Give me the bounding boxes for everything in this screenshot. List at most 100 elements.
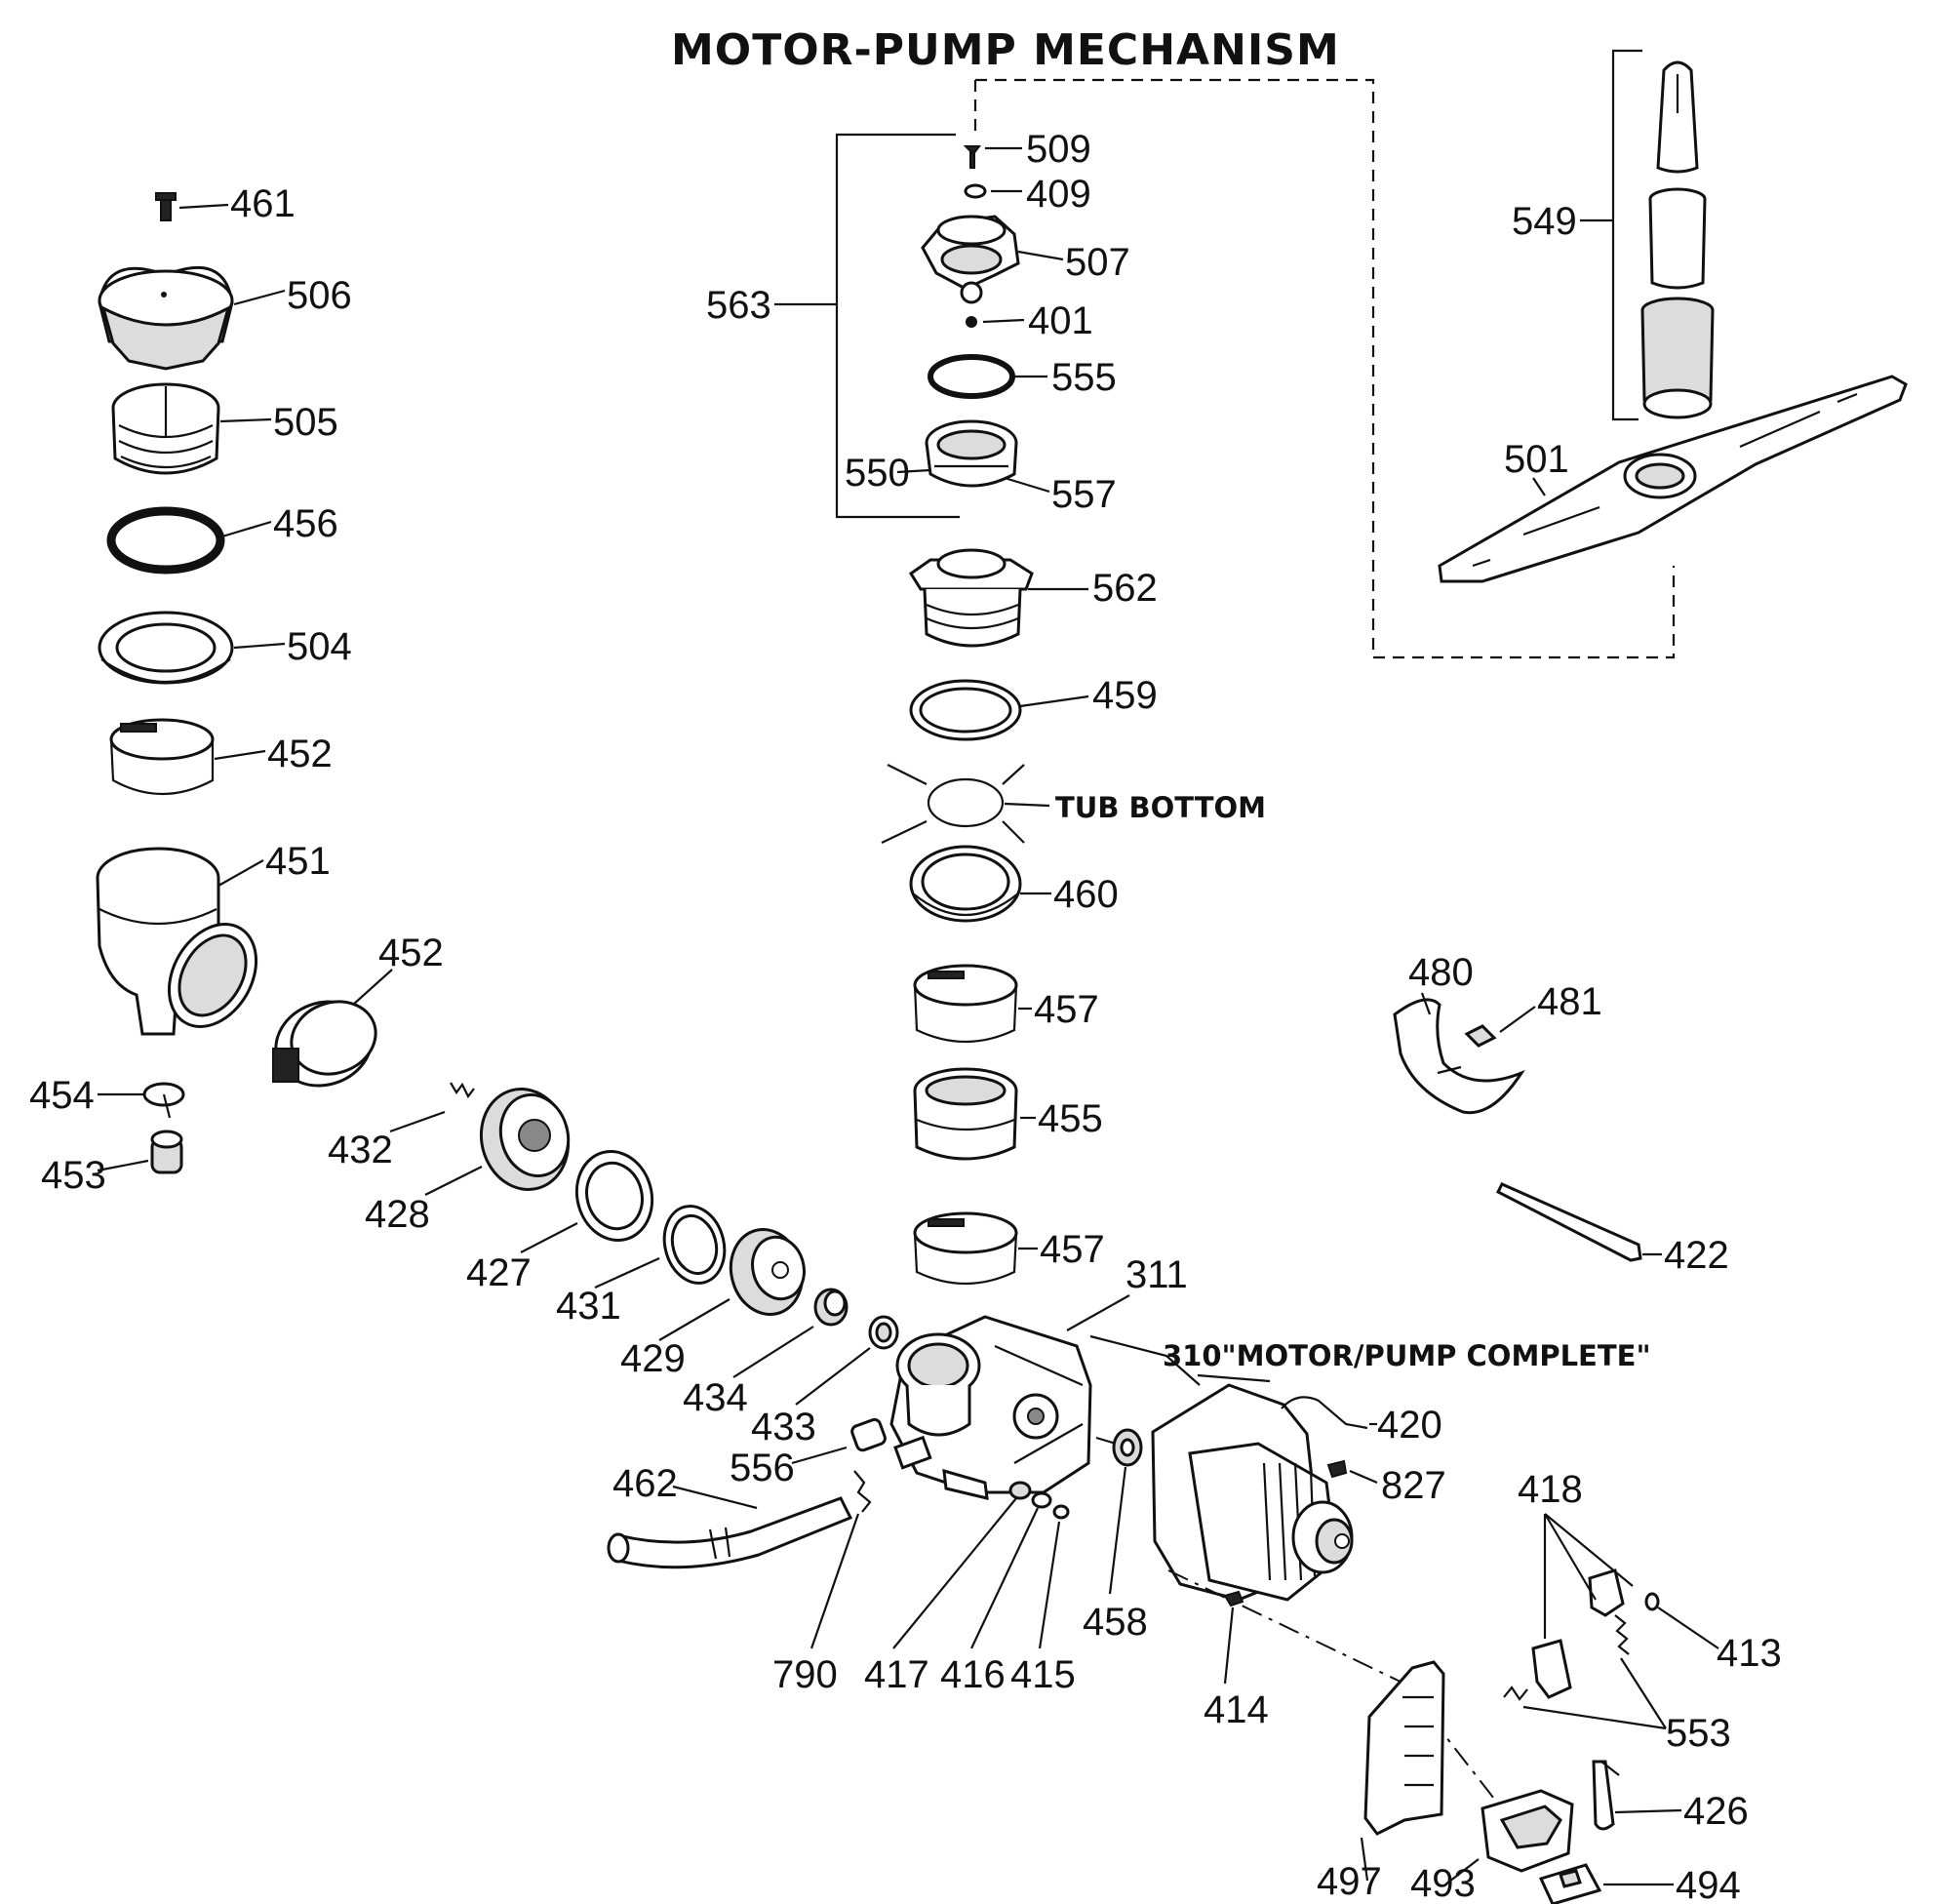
- part-454-washer: [142, 1082, 185, 1119]
- callout-409: 409: [1026, 173, 1091, 216]
- part-456-ring: [106, 506, 225, 575]
- callout-506: 506: [287, 274, 352, 317]
- part-555-gasket: [928, 354, 1015, 399]
- callout-563: 563: [706, 284, 771, 327]
- callout-432: 432: [328, 1129, 393, 1171]
- part-493-solenoid: [1481, 1789, 1574, 1873]
- callout-494: 494: [1676, 1864, 1741, 1904]
- part-453-plug: [150, 1130, 183, 1174]
- callout-555: 555: [1051, 356, 1117, 399]
- part-310-motor: [1151, 1383, 1354, 1602]
- part-497-bracket: [1363, 1660, 1445, 1836]
- part-506-cover: [98, 266, 234, 371]
- part-481-clip: [1464, 1024, 1497, 1048]
- part-409-washer: [964, 183, 987, 199]
- callout-401: 401: [1028, 299, 1093, 342]
- part-562-nut: [908, 548, 1034, 648]
- part-460-gasket: [909, 845, 1022, 923]
- part-457-clamp-upper: [913, 964, 1018, 1044]
- callout-311: 311: [1125, 1253, 1188, 1296]
- part-455-connector: [913, 1067, 1018, 1161]
- part-458-seal: [1095, 1428, 1143, 1467]
- callout-462: 462: [612, 1462, 678, 1505]
- label-motor-pump-complete: 310"MOTOR/PUMP COMPLETE": [1163, 1339, 1651, 1372]
- part-480-baffle: [1393, 998, 1525, 1115]
- callout-493: 493: [1410, 1862, 1476, 1904]
- part-413-clip: [1644, 1592, 1660, 1611]
- callout-454: 454: [29, 1074, 95, 1117]
- label-tub-bottom: TUB BOTTOM: [1055, 791, 1266, 824]
- part-416-washer: [1031, 1491, 1052, 1509]
- part-420-wire: [1281, 1396, 1368, 1430]
- callout-457-upper: 457: [1034, 988, 1099, 1031]
- callout-457-lower: 457: [1040, 1228, 1105, 1271]
- part-417-washer: [1008, 1481, 1032, 1500]
- callout-434: 434: [683, 1376, 748, 1419]
- part-401-ball: [966, 316, 977, 328]
- part-433-seal: [868, 1315, 899, 1350]
- part-549-spray-tower: [1640, 60, 1715, 419]
- callout-507: 507: [1065, 241, 1130, 284]
- part-556-bushing: [850, 1417, 887, 1452]
- callout-417: 417: [864, 1653, 929, 1696]
- part-414-screw: [1223, 1590, 1244, 1607]
- callout-420: 420: [1377, 1404, 1442, 1447]
- part-432-spring: [450, 1082, 475, 1099]
- callout-557: 557: [1051, 473, 1117, 516]
- callout-497: 497: [1317, 1860, 1382, 1903]
- callout-455: 455: [1038, 1097, 1103, 1140]
- callout-433: 433: [751, 1406, 816, 1448]
- callout-451: 451: [265, 840, 331, 883]
- callout-429: 429: [620, 1337, 686, 1380]
- part-553-spring: [1503, 1614, 1630, 1701]
- part-501-spray-arm: [1438, 375, 1908, 583]
- callout-556: 556: [730, 1447, 795, 1489]
- callout-505: 505: [273, 401, 338, 444]
- part-790-spring: [853, 1470, 872, 1513]
- part-429-impeller: [729, 1227, 806, 1317]
- callout-459: 459: [1092, 674, 1158, 717]
- part-462-drain-hose: [607, 1496, 853, 1569]
- callout-415: 415: [1010, 1653, 1076, 1696]
- callout-416: 416: [940, 1653, 1006, 1696]
- part-827-screw: [1326, 1459, 1348, 1479]
- callout-504: 504: [287, 625, 352, 668]
- callout-458: 458: [1083, 1601, 1148, 1644]
- callout-426: 426: [1683, 1790, 1749, 1833]
- callout-553: 553: [1666, 1712, 1731, 1755]
- callout-549: 549: [1512, 200, 1577, 243]
- callout-414: 414: [1204, 1688, 1269, 1731]
- callout-431: 431: [556, 1285, 621, 1328]
- callout-562: 562: [1092, 567, 1158, 610]
- part-550-hub: [925, 419, 1018, 488]
- callout-453: 453: [41, 1154, 106, 1197]
- part-507-spray-hub: [921, 215, 1020, 304]
- part-494-plunger: [1538, 1863, 1602, 1904]
- callout-456: 456: [273, 502, 338, 545]
- callout-427: 427: [466, 1251, 532, 1294]
- part-461-screw: [155, 192, 177, 221]
- part-422-bracket: [1495, 1182, 1642, 1262]
- callout-460: 460: [1053, 873, 1119, 916]
- part-452-clamp-upper: [109, 718, 215, 795]
- callout-501: 501: [1504, 438, 1569, 481]
- callout-422: 422: [1664, 1234, 1729, 1277]
- callout-790: 790: [772, 1653, 838, 1696]
- callout-413: 413: [1717, 1632, 1782, 1675]
- part-311-pump-housing: [889, 1315, 1092, 1500]
- part-504-retainer: [98, 611, 234, 685]
- part-509-screw: [963, 145, 981, 169]
- callout-428: 428: [365, 1193, 430, 1236]
- part-451-sump-housing: [96, 847, 258, 1036]
- callout-481: 481: [1537, 980, 1602, 1023]
- callout-418: 418: [1518, 1468, 1583, 1511]
- diagram-title: MOTOR-PUMP MECHANISM: [671, 25, 1340, 75]
- part-426-pin: [1592, 1760, 1620, 1831]
- part-452-clamp-lower: [272, 1000, 377, 1088]
- callout-480: 480: [1408, 951, 1474, 994]
- part-415-nut: [1052, 1504, 1070, 1520]
- callout-461: 461: [230, 182, 296, 225]
- callout-452-upper: 452: [267, 733, 333, 775]
- part-505-filter-housing: [111, 382, 220, 475]
